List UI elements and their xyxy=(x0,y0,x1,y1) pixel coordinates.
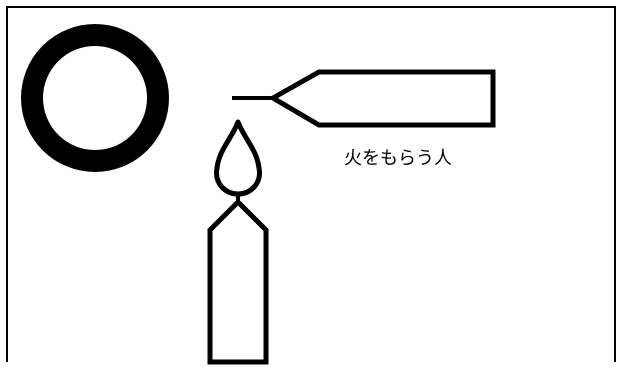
circle-mark-icon xyxy=(21,24,169,172)
caption-label: 火をもらう人 xyxy=(344,148,452,169)
horizontal-candle-body xyxy=(267,69,496,128)
lit-candle xyxy=(207,119,269,365)
horizontal-candle xyxy=(232,69,496,128)
flame-icon xyxy=(214,119,262,197)
frame-border xyxy=(6,6,616,362)
lit-candle-body xyxy=(207,198,269,365)
